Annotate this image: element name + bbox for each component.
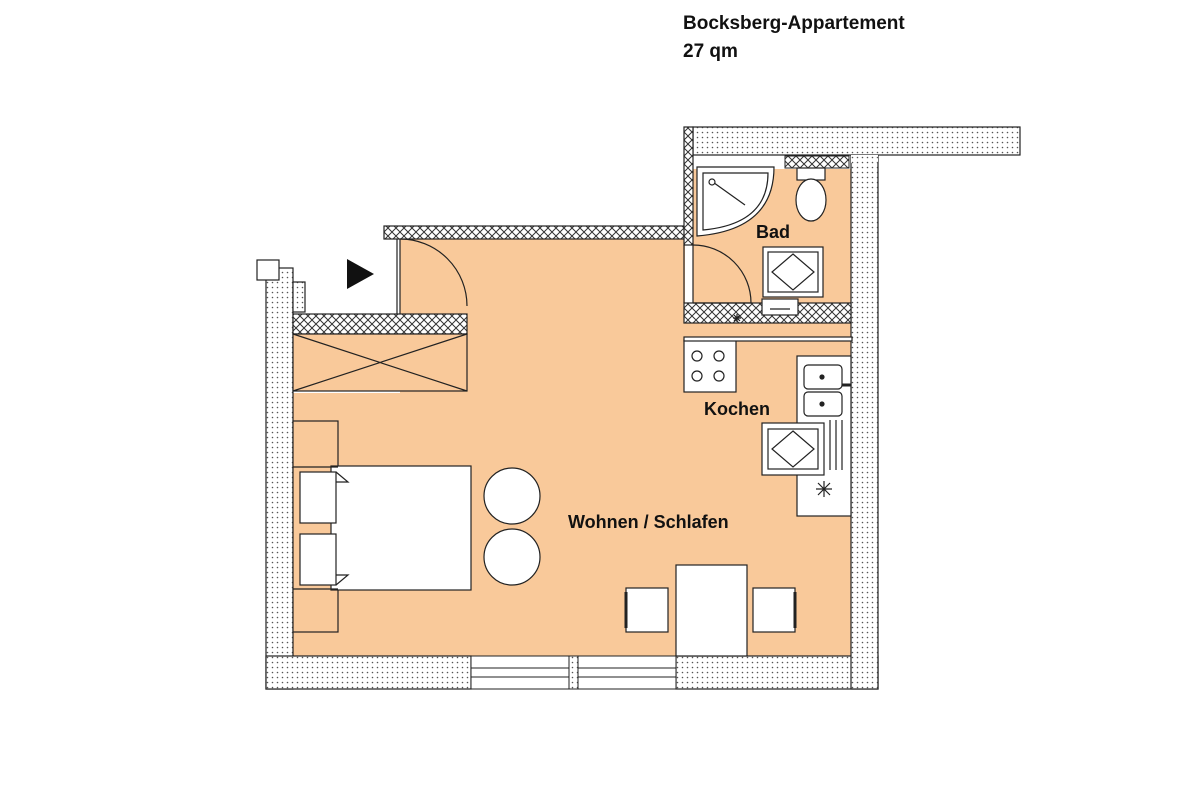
bathroom-door <box>683 244 752 304</box>
windows <box>470 655 677 690</box>
bed <box>292 420 472 633</box>
kitchen <box>683 336 853 517</box>
wardrobe <box>292 333 468 392</box>
plan-title: Bocksberg-Appartement <box>683 13 905 34</box>
entrance-door <box>396 238 468 314</box>
entrance-arrow-icon <box>347 259 374 289</box>
round-chairs <box>483 467 541 586</box>
bathroom <box>696 166 827 322</box>
room-label-kitchen: Kochen <box>704 399 770 419</box>
room-label-living: Wohnen / Schlafen <box>568 512 729 532</box>
outer-walls <box>256 126 1021 690</box>
room-label-bath: Bad <box>756 222 790 242</box>
plan-area: 27 qm <box>683 41 738 62</box>
dining-table <box>624 564 797 657</box>
title-block: Bocksberg-Appartement 27 qm <box>683 10 905 66</box>
